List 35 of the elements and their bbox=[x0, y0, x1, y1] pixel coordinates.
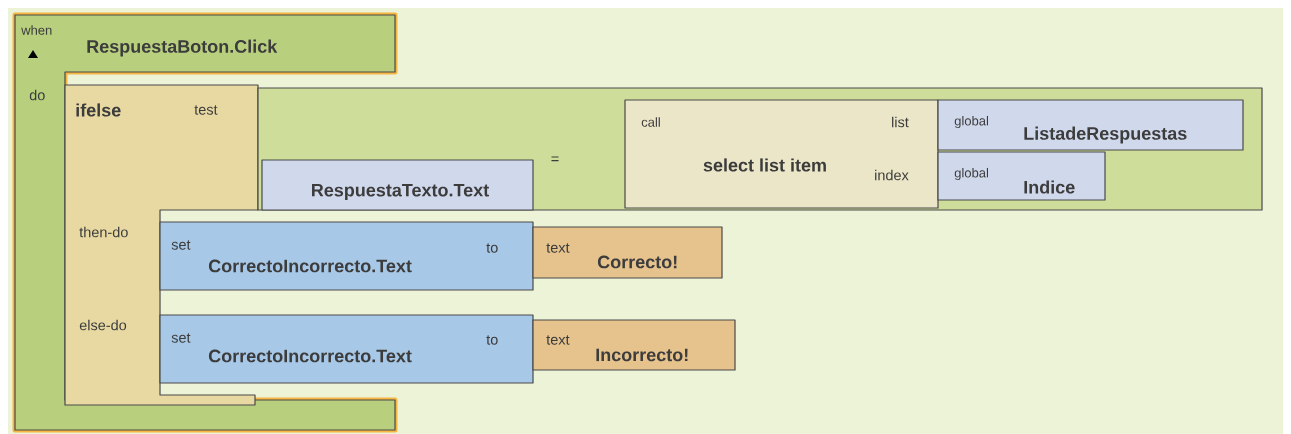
block-keyword: set bbox=[171, 333, 191, 343]
code-block bbox=[937, 99, 1244, 151]
block-title: select list item bbox=[703, 158, 826, 172]
block-keyword: when bbox=[21, 25, 52, 35]
block-title: Incorrecto! bbox=[596, 348, 688, 362]
block-title: RespuestaTexto.Text bbox=[312, 183, 489, 201]
code-block bbox=[159, 314, 534, 384]
block-keyword: then-do bbox=[79, 226, 128, 238]
block-keyword: call bbox=[641, 117, 660, 127]
block-keyword: list bbox=[892, 116, 909, 128]
block-keyword: to bbox=[486, 243, 498, 253]
code-block bbox=[159, 221, 534, 291]
block-keyword: to bbox=[486, 335, 498, 345]
block-title: ListadeRespuestas bbox=[1024, 126, 1187, 144]
block-keyword: index bbox=[875, 169, 909, 181]
code-block bbox=[532, 226, 723, 279]
block-title: Indice bbox=[1024, 180, 1075, 194]
block-title: Correcto! bbox=[597, 255, 677, 269]
block-keyword: test bbox=[194, 105, 218, 115]
block-keyword: global bbox=[954, 167, 989, 181]
block-keyword: text bbox=[546, 243, 570, 253]
block-title: RespuestaBoton.Click bbox=[87, 39, 278, 57]
block-keyword: else-do bbox=[79, 319, 127, 331]
code-block bbox=[937, 151, 1106, 201]
block-title: CorrectoIncorrecto.Text bbox=[208, 349, 412, 363]
code-block bbox=[261, 159, 534, 211]
code-block bbox=[532, 319, 736, 371]
block-keyword: = bbox=[551, 156, 559, 162]
block-keyword: global bbox=[954, 115, 989, 129]
block-keyword: set bbox=[171, 240, 191, 250]
code-block bbox=[624, 99, 939, 209]
block-title: ifelse bbox=[76, 103, 121, 117]
block-keyword: do bbox=[29, 89, 45, 101]
block-keyword: text bbox=[546, 335, 570, 345]
block-title: CorrectoIncorrecto.Text bbox=[208, 259, 412, 273]
